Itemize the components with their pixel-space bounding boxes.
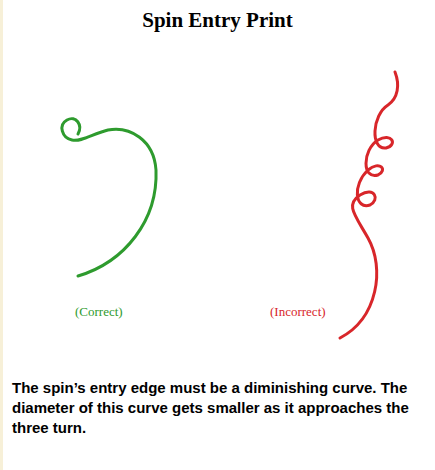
caption-text: The spin’s entry edge must be a diminish…	[12, 378, 430, 438]
diagram-title: Spin Entry Print	[0, 8, 435, 33]
correct-print	[62, 119, 156, 276]
incorrect-print	[340, 72, 398, 338]
edge-strip	[0, 0, 3, 470]
print-label: (Incorrect)	[270, 304, 326, 320]
print-label: (Correct)	[75, 304, 123, 320]
